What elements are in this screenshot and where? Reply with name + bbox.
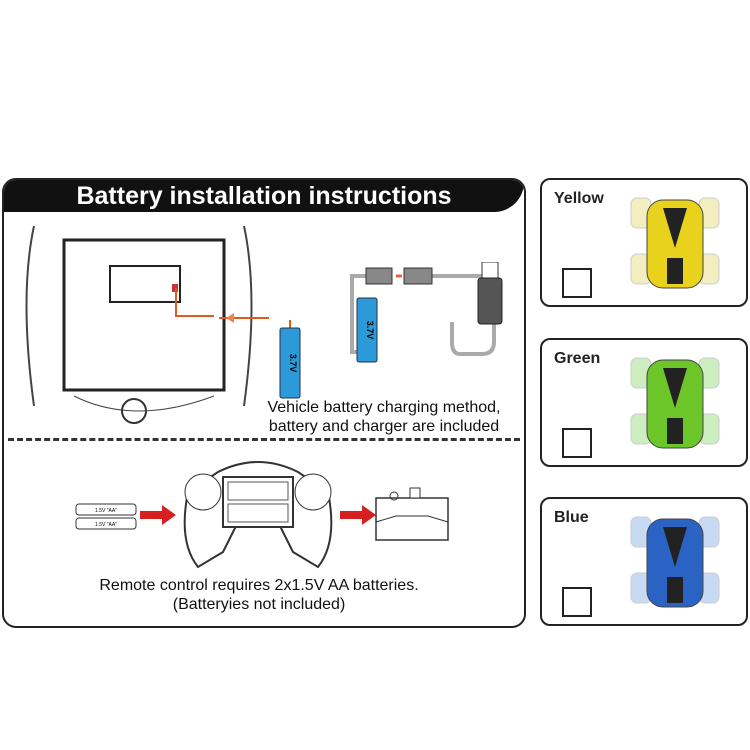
color-option-blue[interactable]: Blue [540, 497, 748, 626]
vehicle-battery-diagram [25, 225, 253, 424]
car-yellow-image [630, 197, 720, 289]
vehicle-caption: Vehicle battery charging method, battery… [254, 398, 514, 436]
car-green-image [630, 357, 720, 449]
color-option-green[interactable]: Green [540, 338, 748, 467]
svg-text:3.7V: 3.7V [288, 354, 298, 373]
connector-arrow-icon [219, 313, 269, 323]
remote-caption: Remote control requires 2x1.5V AA batter… [44, 576, 474, 614]
remote-controller-diagram [183, 461, 333, 569]
panel-title: Battery installation instructions [4, 180, 524, 212]
svg-text:1.5V "AA": 1.5V "AA" [95, 508, 117, 514]
color-label: Yellow [554, 190, 604, 207]
battery-instructions-panel: Battery installation instructions 3.7V 3… [2, 178, 526, 628]
battery-3-7v-charging-icon: 3.7V [356, 297, 378, 363]
color-label: Blue [554, 509, 589, 526]
battery-cover-icon [375, 487, 449, 541]
vehicle-caption-line-2: battery and charger are included [268, 418, 500, 435]
color-checkbox[interactable] [562, 268, 592, 298]
color-checkbox[interactable] [562, 587, 592, 617]
section-divider [8, 438, 520, 441]
arrow-right-icon [140, 505, 176, 525]
battery-3-7v-icon: 3.7V [279, 320, 301, 399]
arrow-right-icon [340, 505, 376, 525]
aa-batteries-icon: 1.5V "AA" 1.5V "AA" [75, 503, 137, 530]
svg-text:1.5V "AA": 1.5V "AA" [95, 522, 117, 528]
color-checkbox[interactable] [562, 428, 592, 458]
svg-text:3.7V: 3.7V [365, 321, 375, 340]
color-label: Green [554, 350, 601, 367]
remote-caption-line-2: (Batteryies not included) [172, 596, 346, 613]
usb-charger-diagram [350, 262, 503, 356]
remote-caption-line-1: Remote control requires 2x1.5V AA batter… [99, 577, 419, 594]
vehicle-caption-line-1: Vehicle battery charging method, [267, 399, 501, 416]
car-blue-image [630, 516, 720, 608]
color-option-yellow[interactable]: Yellow [540, 178, 748, 307]
